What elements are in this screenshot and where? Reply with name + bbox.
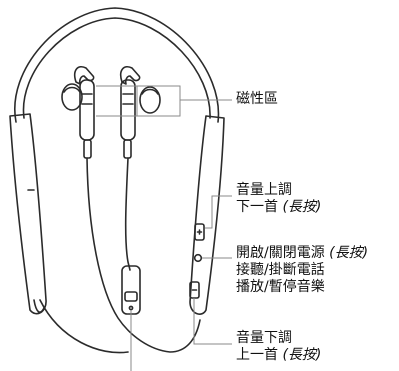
volume-up-hold: (長按) bbox=[282, 199, 322, 215]
power-line1: 開啟/關閉電源 bbox=[236, 245, 325, 261]
volume-down-line2: 上一首 bbox=[236, 347, 278, 363]
neckband-inner bbox=[22, 17, 211, 119]
right-eartip bbox=[139, 86, 161, 114]
volume-up-label: 音量上調 下一首 (長按) bbox=[236, 182, 321, 216]
left-ear-hook bbox=[73, 66, 95, 85]
volume-down-hold: (長按) bbox=[282, 347, 322, 363]
power-line3: 播放/暫停音樂 bbox=[236, 279, 325, 295]
volume-up-line2: 下一首 bbox=[236, 199, 278, 215]
voldn-leader bbox=[193, 298, 232, 345]
right-cable bbox=[124, 157, 131, 271]
volume-up-line1: 音量上調 bbox=[236, 182, 292, 198]
multifunction-button bbox=[193, 253, 203, 263]
magnet-leader bbox=[96, 85, 232, 117]
volup-leader bbox=[205, 195, 232, 229]
left-earbud-housing bbox=[79, 79, 95, 141]
power-line2: 接聽/掛斷電話 bbox=[236, 262, 325, 278]
right-ear-hook bbox=[119, 66, 141, 85]
power-label: 開啟/關閉電源 (長按) 接聽/掛斷電話 播放/暫停音樂 bbox=[236, 245, 368, 296]
left-body bbox=[9, 113, 47, 315]
power-hold: (長按) bbox=[329, 245, 369, 261]
volume-down-label: 音量下調 上一首 (長按) bbox=[236, 330, 321, 364]
left-eartip bbox=[61, 83, 83, 111]
right-body bbox=[189, 115, 225, 315]
volume-up-button bbox=[194, 223, 205, 241]
volume-down-line1: 音量下調 bbox=[236, 330, 292, 346]
neckband bbox=[14, 7, 220, 123]
left-cable bbox=[86, 157, 201, 353]
magnetic-area-label: 磁性區 bbox=[236, 91, 278, 107]
right-earbud-housing bbox=[120, 79, 136, 141]
